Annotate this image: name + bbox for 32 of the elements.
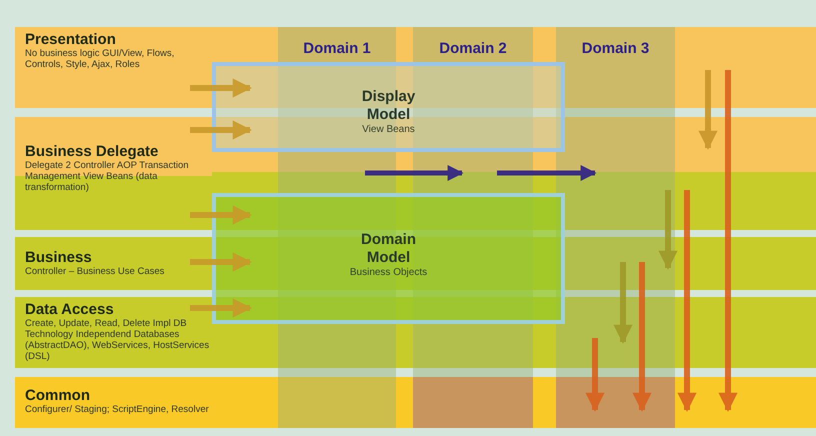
- layer-description: Create, Update, Read, Delete Impl DB Technology Independend Databases (AbstractDAO), WebServices, HostServices (DSL): [25, 318, 210, 362]
- layer-description: No business logic GUI/View, Flows, Controls, Style, Ajax, Roles: [25, 48, 176, 70]
- layer-description: Configurer/ Staging; ScriptEngine, Resolver: [25, 404, 210, 415]
- column-header: [556, 27, 675, 62]
- layer-description: Controller – Business Use Cases: [25, 266, 166, 277]
- model-title: Domain Model: [360, 231, 417, 267]
- model-subtitle: View Beans: [362, 124, 415, 135]
- column-title: Domain 2: [438, 40, 508, 57]
- arrow: [190, 120, 252, 140]
- layer-band: [15, 117, 212, 230]
- model-title: Display Model: [360, 88, 416, 124]
- column-title: Domain 3: [580, 40, 650, 57]
- layer-band: [15, 297, 212, 368]
- layer-description: Delegate 2 Controller AOP Transaction Management View Beans (data transformation): [25, 160, 190, 193]
- layer-title: Business: [25, 249, 92, 266]
- layer-band: [15, 27, 212, 108]
- layer-title: Common: [25, 387, 90, 404]
- column-header: [278, 27, 396, 62]
- layer-title: Presentation: [25, 31, 116, 48]
- model-subtitle: Business Objects: [350, 267, 428, 278]
- arrow: [190, 205, 252, 225]
- arrow: [190, 298, 252, 318]
- arrow: [190, 252, 252, 272]
- layer-title: Data Access: [25, 301, 114, 318]
- column-title: Domain 1: [302, 40, 372, 57]
- layer-band: [15, 377, 278, 428]
- column-header: [413, 27, 533, 62]
- layer-title: Business Delegate: [25, 143, 158, 160]
- layer-band: [15, 237, 212, 290]
- model-box: [212, 62, 565, 152]
- model-box: [212, 193, 565, 324]
- arrow: [190, 78, 252, 98]
